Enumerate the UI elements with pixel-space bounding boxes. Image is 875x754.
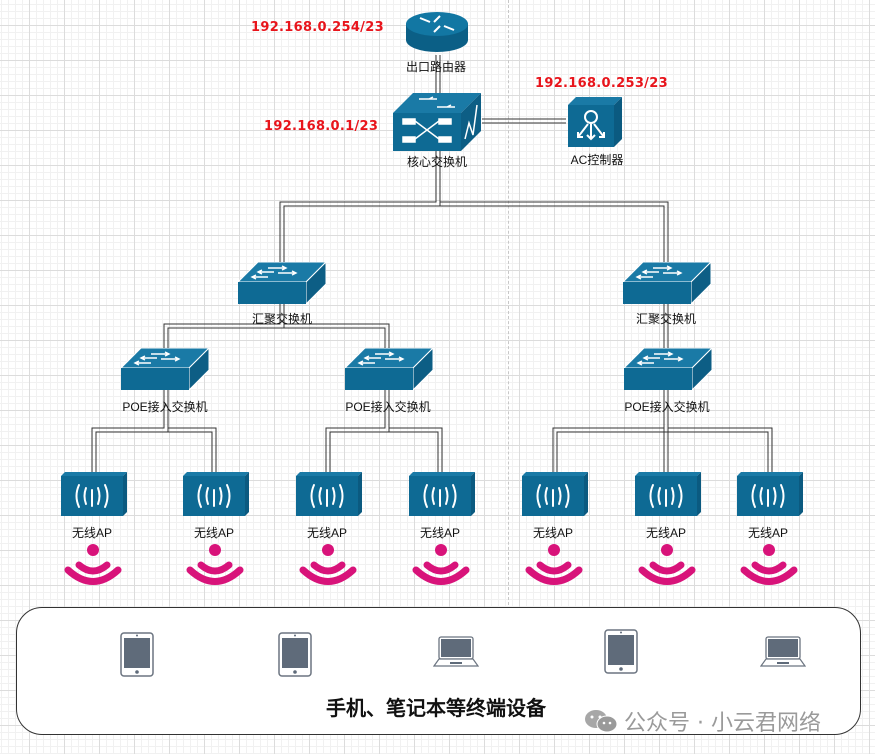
wifi-signal-icon	[298, 541, 358, 590]
poe-access-switch-node[interactable]	[622, 346, 714, 395]
wireless-ap-node[interactable]	[737, 472, 803, 521]
wireless-ap-node[interactable]	[409, 472, 475, 521]
tablet-icon	[604, 629, 638, 679]
core-switch-label: 核心交换机	[406, 155, 468, 169]
wireless-ap-label: 无线AP	[645, 526, 687, 540]
router-label: 出口路由器	[405, 60, 467, 74]
router-ip: 192.168.0.254/23	[251, 20, 384, 35]
aggregation-switch-label: 汇聚交换机	[635, 312, 697, 326]
switch-icon	[621, 260, 713, 306]
link-router-core	[435, 55, 441, 95]
wireless-ap-label: 无线AP	[419, 526, 461, 540]
watermark-text: 公众号 · 小云君网络	[624, 711, 821, 736]
poe-access-switch-label: POE接入交换机	[122, 400, 208, 414]
wireless-ap-icon	[409, 472, 475, 516]
switch-icon	[119, 346, 211, 392]
tablet-icon	[278, 632, 312, 682]
poe-access-switch-label: POE接入交换机	[345, 400, 431, 414]
wireless-ap-label: 无线AP	[71, 526, 113, 540]
link-core-ac	[482, 118, 566, 124]
switch-icon	[236, 260, 328, 306]
zone-divider	[508, 0, 509, 605]
wireless-ap-icon	[61, 472, 127, 516]
ac-controller-node[interactable]	[568, 97, 622, 152]
wireless-ap-label: 无线AP	[193, 526, 235, 540]
aggregation-switch-label: 汇聚交换机	[251, 312, 313, 326]
wifi-signal-icon	[63, 541, 123, 590]
core-switch-ip: 192.168.0.1/23	[264, 119, 379, 134]
core-switch-node[interactable]	[393, 93, 481, 156]
wireless-ap-label: 无线AP	[306, 526, 348, 540]
link-poe1-ap	[91, 390, 217, 474]
wireless-ap-icon	[635, 472, 701, 516]
wechat-icon	[585, 710, 618, 733]
wireless-ap-node[interactable]	[522, 472, 588, 521]
wifi-signal-icon	[411, 541, 471, 590]
wireless-ap-label: 无线AP	[747, 526, 789, 540]
wireless-ap-node[interactable]	[296, 472, 362, 521]
tablet-icon	[120, 632, 154, 682]
wireless-ap-icon	[296, 472, 362, 516]
laptop-icon	[432, 636, 480, 673]
wifi-signal-icon	[524, 541, 584, 590]
wireless-ap-node[interactable]	[61, 472, 127, 521]
wifi-signal-icon	[739, 541, 799, 590]
poe-access-switch-node[interactable]	[119, 346, 211, 395]
watermark: 公众号 · 小云君网络	[584, 705, 821, 737]
wireless-ap-icon	[737, 472, 803, 516]
poe-access-switch-label: POE接入交换机	[624, 400, 710, 414]
link-poe3-ap	[552, 390, 773, 474]
link-agg-right-poe	[663, 302, 669, 352]
link-agg-left-poe	[163, 302, 390, 352]
router-node[interactable]	[404, 8, 470, 59]
laptop-icon	[759, 636, 807, 673]
terminal-devices-title: 手机、笔记本等终端设备	[326, 696, 546, 720]
link-core-agg	[279, 150, 669, 268]
router-icon	[406, 12, 468, 52]
wireless-ap-node[interactable]	[635, 472, 701, 521]
wireless-ap-label: 无线AP	[532, 526, 574, 540]
switch-icon	[343, 346, 435, 392]
link-poe2-ap	[325, 390, 443, 474]
ac-controller-label: AC控制器	[570, 153, 624, 167]
wireless-ap-icon	[183, 472, 249, 516]
aggregation-switch-node[interactable]	[236, 260, 328, 309]
ac-controller-icon	[568, 97, 622, 147]
wireless-ap-node[interactable]	[183, 472, 249, 521]
wifi-signal-icon	[185, 541, 245, 590]
wifi-signal-icon	[637, 541, 697, 590]
poe-access-switch-node[interactable]	[343, 346, 435, 395]
terminal-devices-group	[16, 607, 861, 735]
wireless-ap-icon	[522, 472, 588, 516]
switch-icon	[622, 346, 714, 392]
core-switch-icon	[393, 93, 481, 151]
ac-controller-ip: 192.168.0.253/23	[535, 76, 668, 91]
aggregation-switch-node[interactable]	[621, 260, 713, 309]
